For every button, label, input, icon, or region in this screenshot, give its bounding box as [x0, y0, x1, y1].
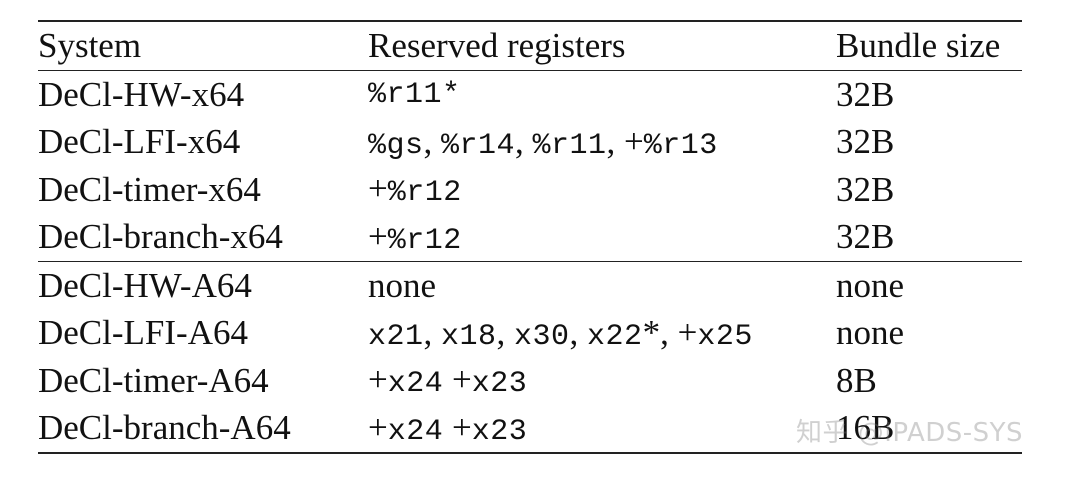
system-cell: DeCl-LFI-x64 [38, 122, 241, 162]
system-cell: DeCl-HW-A64 [38, 265, 252, 305]
register-name: x24 [387, 414, 444, 449]
watermark-text: 知乎 @IPADS-SYS [796, 418, 1024, 448]
register-name: %r11 [532, 128, 607, 163]
header-row: System Reserved registers Bundle size [38, 21, 1022, 71]
register-separator: , [423, 312, 442, 352]
register-name: x23 [471, 367, 528, 402]
header-reserved-registers: Reserved registers [368, 26, 626, 65]
register-name: x30 [514, 319, 570, 354]
register-name: %r12 [387, 223, 462, 258]
register-separator: + [443, 360, 472, 400]
registers-list: +x24 +x23 [368, 360, 836, 401]
register-separator: + [368, 407, 388, 447]
bundle-size-cell: none [836, 313, 905, 353]
registers-list: +%r12 [368, 217, 836, 258]
register-name: x24 [387, 367, 444, 402]
table-row: DeCl-HW-A64 none none [38, 261, 1022, 310]
register-separator: , [569, 312, 588, 352]
registers-list: %r11* [368, 78, 836, 112]
registers-table-container: System Reserved registers Bundle size De… [38, 20, 1022, 454]
register-name: x25 [697, 319, 753, 354]
system-cell: DeCl-LFI-A64 [38, 313, 248, 353]
register-name: x21 [368, 319, 424, 354]
register-separator: , [423, 121, 442, 161]
registers-list: x21, x18, x30, x22*, +x25 [368, 313, 836, 354]
register-name: x23 [471, 414, 528, 449]
table-row: DeCl-HW-x64 %r11* 32B [38, 71, 1022, 119]
registers-cell: +x24 +x23 [368, 405, 836, 454]
register-separator: + [368, 169, 388, 209]
reserved-registers-table: System Reserved registers Bundle size De… [38, 20, 1022, 454]
register-name: %gs [368, 128, 424, 163]
bundle-size-cell: 32B [836, 169, 895, 209]
registers-list: +x24 +x23 [368, 408, 836, 449]
register-name: %r13 [643, 128, 718, 163]
system-cell: DeCl-HW-x64 [38, 74, 245, 114]
table-header: System Reserved registers Bundle size [38, 21, 1022, 71]
registers-list: %gs, %r14, %r11, +%r13 [368, 122, 836, 163]
register-name: %r12 [387, 176, 462, 211]
register-separator: + [443, 407, 472, 447]
system-cell: DeCl-branch-A64 [38, 408, 291, 448]
system-cell: DeCl-branch-x64 [38, 217, 283, 257]
registers-cell: +%r12 [368, 214, 836, 262]
register-separator: , + [606, 121, 644, 161]
registers-cell: x21, x18, x30, x22*, +x25 [368, 310, 836, 358]
registers-cell: %gs, %r14, %r11, +%r13 [368, 119, 836, 167]
register-name: x18 [441, 319, 497, 354]
bundle-size-cell: 32B [836, 122, 895, 162]
register-separator: + [368, 216, 388, 256]
bundle-size-cell: 32B [836, 217, 895, 257]
register-separator: *, + [642, 312, 698, 352]
header-system: System [38, 26, 142, 65]
register-name: %r14 [441, 128, 516, 163]
registers-list: +%r12 [368, 169, 836, 210]
registers-cell: none [368, 262, 836, 310]
bundle-size-cell: 32B [836, 74, 895, 114]
register-separator: , [496, 312, 515, 352]
header-bundle-size: Bundle size [836, 26, 1001, 65]
registers-cell: %r11* [368, 71, 836, 119]
register-name: x22 [587, 319, 643, 354]
register-name: %r11* [368, 77, 461, 112]
register-separator: none [368, 265, 437, 305]
bundle-size-cell: 8B [836, 360, 877, 400]
register-separator: , [515, 121, 533, 161]
registers-cell: +x24 +x23 [368, 357, 836, 405]
x64-group: DeCl-HW-x64 %r11* 32B DeCl-LFI-x64 %gs, %r14… [38, 71, 1022, 262]
bundle-size-cell: none [836, 265, 905, 305]
register-separator: + [368, 360, 388, 400]
registers-list: none [368, 266, 836, 306]
registers-cell: +%r12 [368, 166, 836, 214]
system-cell: DeCl-timer-x64 [38, 169, 261, 209]
system-cell: DeCl-timer-A64 [38, 360, 269, 400]
bundle-size-cell: 16B [836, 408, 895, 448]
